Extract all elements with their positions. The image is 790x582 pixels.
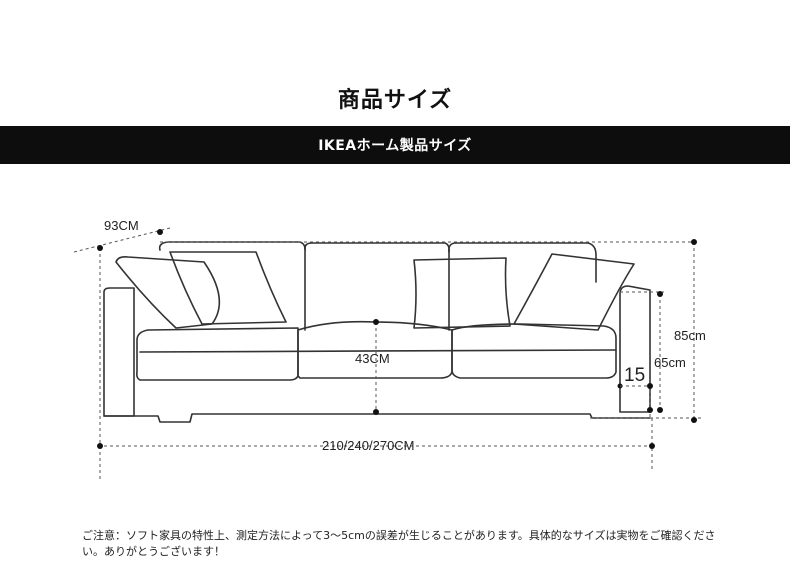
sofa-right-arm [619, 285, 651, 413]
sofa-left-arm [103, 287, 135, 417]
depth-guide [73, 227, 171, 253]
seat-cushion-right [451, 323, 617, 379]
dim-dot [649, 443, 655, 449]
dim-dot [97, 443, 103, 449]
dim-dot [647, 407, 653, 413]
depth-label: 93CM [104, 218, 139, 233]
pillow-center [413, 257, 511, 329]
seat-height-label: 43CM [355, 351, 390, 366]
width-label: 210/240/270CM [322, 438, 415, 453]
dim-dot [657, 291, 663, 297]
sofa-base [103, 413, 651, 423]
dim-dot [691, 239, 697, 245]
back-cushion-right [448, 242, 597, 283]
arm-height-label: 65cm [654, 355, 686, 370]
dim-dot [373, 319, 379, 325]
banner-text: IKEAホーム製品サイズ [318, 138, 472, 154]
dim-dot [691, 417, 697, 423]
dim-dot [373, 409, 379, 415]
total-height-label: 85cm [674, 328, 706, 343]
pillow-left-back [115, 256, 221, 329]
dim-dot [97, 245, 103, 251]
dim-dot [157, 229, 163, 235]
pillow-left-front [169, 251, 287, 325]
seat-cushion-middle [297, 320, 453, 379]
back-cushion-middle [304, 242, 450, 331]
dim-dot [657, 407, 663, 413]
seat-front-line [139, 349, 617, 353]
disclaimer-note: ご注意：ソフト家具の特性上、測定方法によって3～5cmの誤差が生じることがありま… [82, 529, 716, 558]
page-title: 商品サイズ [337, 88, 453, 113]
dim-dot [647, 383, 653, 389]
seat-cushion-left [136, 327, 299, 381]
pillow-right [513, 253, 635, 331]
banner: IKEAホーム製品サイズ [0, 126, 790, 164]
leg-height-label: 15 [624, 365, 645, 386]
